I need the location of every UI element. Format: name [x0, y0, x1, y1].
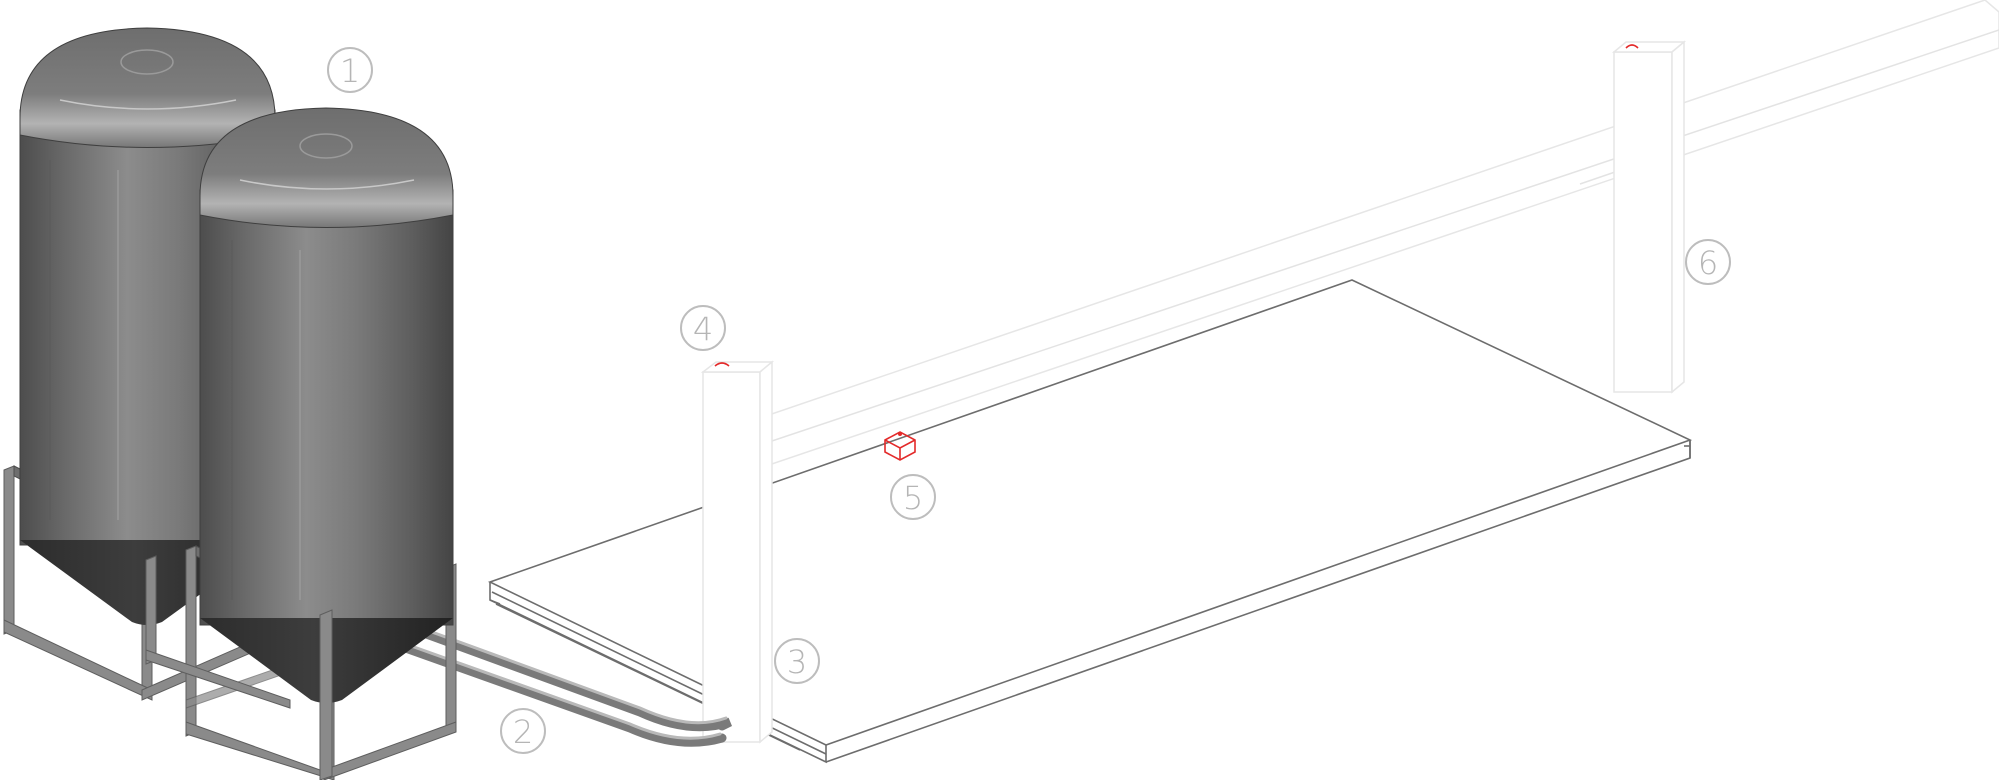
callout-label-1: 1	[340, 52, 360, 90]
pipe-run	[395, 622, 733, 747]
callout-label-2: 2	[513, 713, 533, 751]
pipe-icon	[405, 623, 733, 732]
floor-slab	[487, 279, 1693, 764]
callout-label-4: 4	[693, 310, 713, 348]
beam-lower-line	[1579, 171, 1616, 185]
callout-2: 2	[500, 708, 546, 754]
callout-label-6: 6	[1698, 244, 1718, 282]
column-near	[700, 360, 775, 744]
callout-4: 4	[680, 305, 726, 351]
callout-3: 3	[774, 638, 820, 684]
ghost-structure	[759, 0, 1999, 470]
callout-1: 1	[327, 47, 373, 93]
column-top-marker	[714, 362, 730, 367]
column-far	[1611, 40, 1687, 394]
callout-5: 5	[890, 474, 936, 520]
beam-icon	[759, 0, 1999, 470]
callout-label-5: 5	[903, 479, 923, 517]
callout-label-3: 3	[787, 643, 807, 681]
marker-box-icon	[1625, 44, 1639, 49]
marker-box	[884, 431, 916, 461]
storage-tank-2	[145, 107, 457, 780]
callout-6: 6	[1685, 239, 1731, 285]
beam-underside	[759, 29, 1999, 446]
